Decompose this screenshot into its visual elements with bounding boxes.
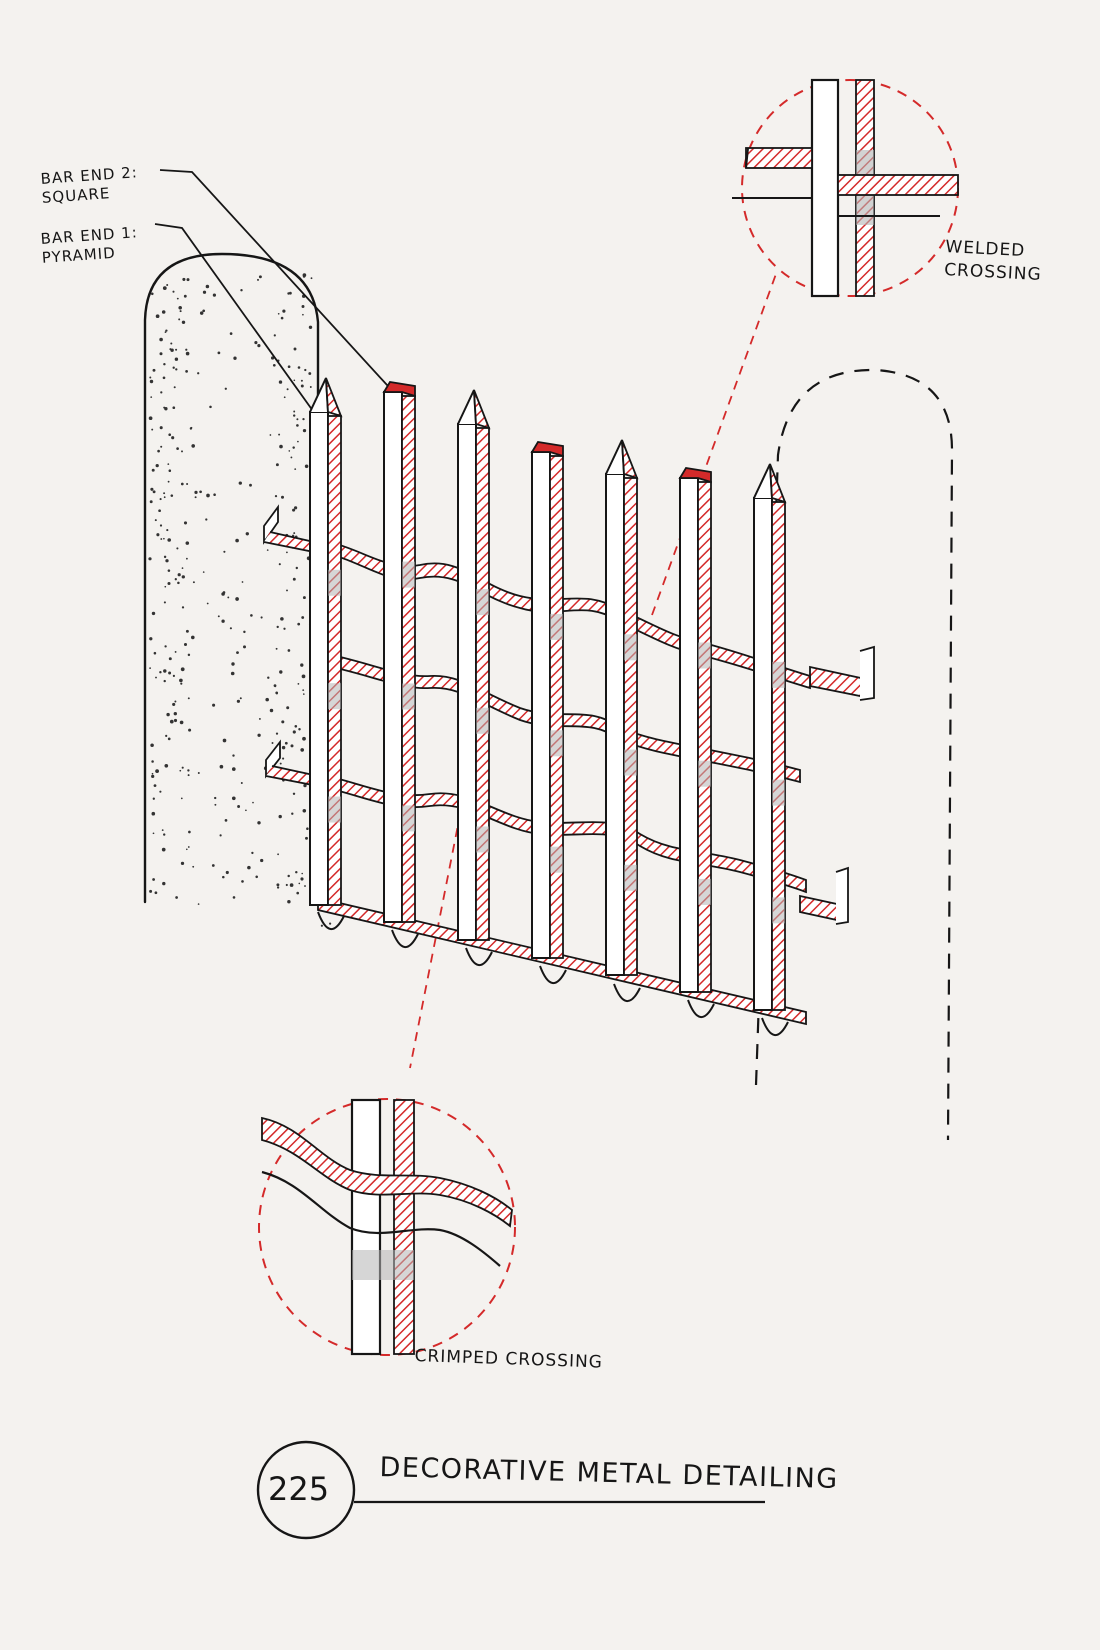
- scallop: [761, 1017, 789, 1036]
- welded-crossing-detail: [732, 78, 959, 298]
- anchor-tab-upper-left: [263, 504, 315, 554]
- leader-bar-end-1: [154, 223, 319, 419]
- leader-bar-end-2: [159, 169, 399, 398]
- vertical-post: [605, 439, 639, 976]
- crimped-crossing-detail: [258, 1098, 516, 1356]
- anchor-tab-upper-right: [809, 645, 875, 701]
- label-welded-crossing: WELDED CROSSING: [944, 236, 1044, 287]
- scallop: [687, 999, 715, 1018]
- scallop: [317, 911, 345, 930]
- anchor-tab-lower-right: [799, 866, 849, 925]
- label-bar-end-1: BAR END 1: PYRAMID: [40, 223, 140, 268]
- detail-number-text: 225: [268, 1470, 330, 1508]
- vertical-post: [678, 467, 712, 993]
- arch-opening-outline: [754, 368, 954, 1141]
- vertical-post: [457, 389, 491, 941]
- vertical-posts: [309, 377, 787, 1011]
- vertical-post: [382, 381, 416, 923]
- detail-number-circle: [256, 1440, 356, 1540]
- bottom-scallops: [317, 911, 789, 1036]
- vertical-post: [530, 441, 564, 959]
- scallop: [391, 929, 419, 948]
- detail-connector-welded: [651, 273, 777, 616]
- vertical-post: [309, 377, 343, 906]
- detail-number: 225: [268, 1470, 329, 1508]
- scallop: [539, 965, 567, 984]
- vertical-post: [753, 463, 787, 1011]
- anchor-tab-lower-left: [265, 739, 319, 788]
- label-bar-end-2: BAR END 2: SQUARE: [40, 163, 140, 208]
- scallop: [613, 983, 641, 1002]
- label-crimped-text: CRIMPED CROSSING: [414, 1345, 604, 1373]
- scallop: [465, 947, 493, 966]
